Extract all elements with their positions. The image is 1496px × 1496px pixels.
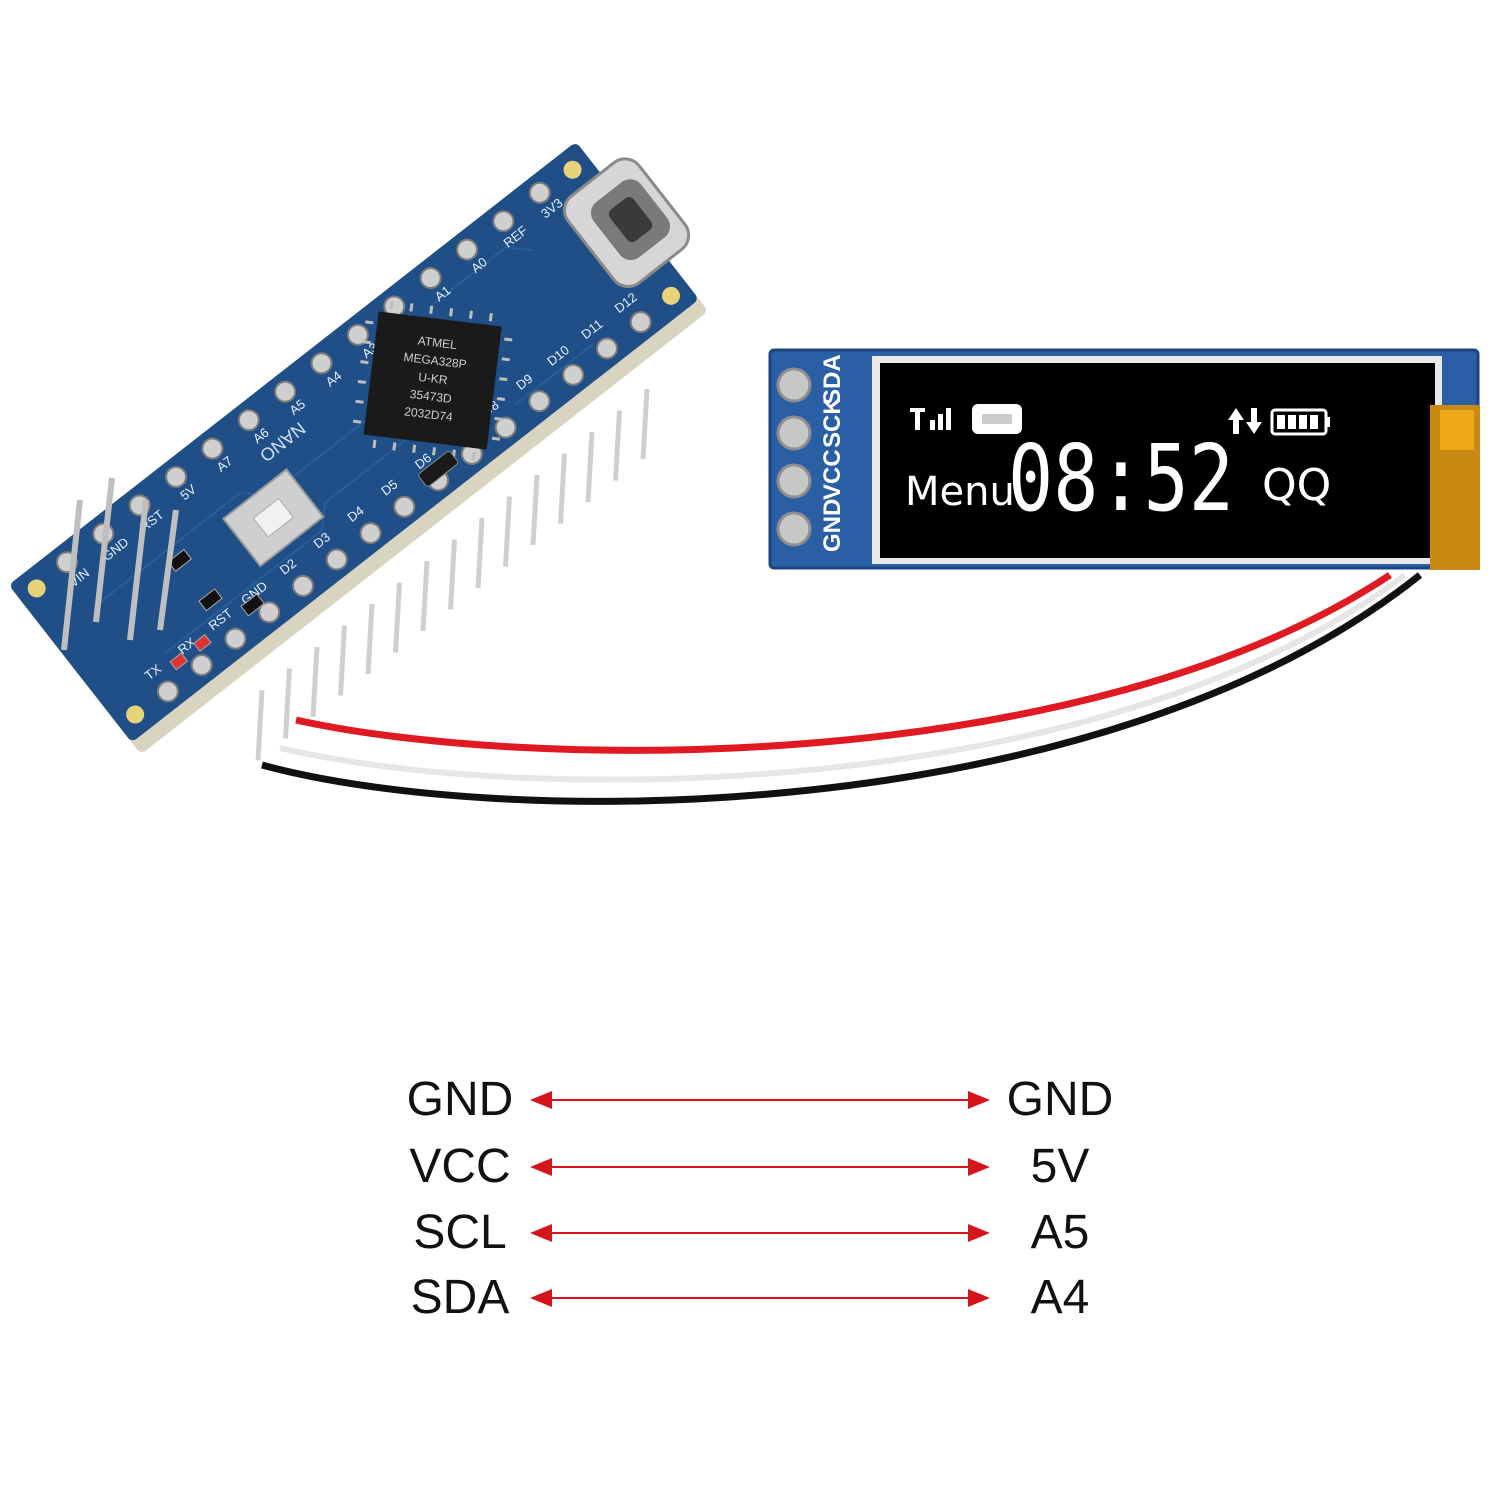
nano-bottom-pin-hole — [325, 548, 348, 571]
atmega-chip: ATMEL MEGA328P U-KR 35473D 2032D74 — [352, 300, 513, 461]
nano-bottom-pin-hole — [393, 495, 416, 518]
nano-bottom-pin-hole — [292, 574, 315, 597]
mount-hole — [563, 160, 582, 179]
double-arrow-icon — [530, 1289, 990, 1307]
nano-bottom-pin-hole — [528, 390, 551, 413]
header-leg — [503, 496, 512, 567]
chip-brand: ATMEL — [417, 334, 458, 353]
nano-top-pin-hole — [456, 238, 479, 261]
nano-top-pin-hole — [201, 437, 224, 460]
usb-c-connector — [563, 157, 691, 288]
oled-pin-name: VCC — [409, 1140, 511, 1193]
oled-pin-name: GND — [406, 1073, 514, 1126]
nano-top-pin-hole — [165, 465, 188, 488]
pin-map-row: SCL A5 — [380, 1203, 1140, 1263]
nano-top-pin-hole — [237, 409, 260, 432]
header-leg — [448, 539, 457, 610]
signal-icon — [910, 408, 951, 430]
nano-bottom-pin-hole — [224, 627, 247, 650]
nano-top-pin-hole — [274, 380, 297, 403]
transfer-arrows-icon — [1228, 408, 1262, 434]
header-leg — [475, 517, 485, 589]
mount-hole — [27, 579, 46, 598]
header-leg — [585, 431, 595, 503]
oled-pin-sda: SDA — [819, 354, 846, 405]
arduino-nano-board: VINGNDRST5VA7A6A5A4A3A2A1A0REF3V3 TXRXRS… — [11, 144, 706, 752]
oled-pin-name: SDA — [410, 1271, 510, 1324]
header-leg — [530, 474, 540, 546]
icsp-header — [61, 477, 179, 651]
screen-time: 08:52 — [1008, 425, 1234, 532]
double-arrow-icon — [530, 1158, 990, 1176]
connection-wires — [261, 572, 1423, 805]
smd-components — [167, 548, 265, 671]
nano-bottom-pin-hole — [629, 311, 652, 334]
chat-icon — [972, 404, 1022, 434]
nano-pcb — [11, 144, 697, 741]
header-leg — [420, 560, 430, 632]
oled-screen — [880, 363, 1435, 558]
nano-top-pin-hole — [528, 181, 551, 204]
nano-top-pin-hole — [492, 210, 515, 233]
oled-pin-labels: GND VCC SCK SDA — [819, 354, 846, 552]
chip-line-4: 2032D74 — [403, 404, 453, 424]
nano-pin-name: 5V — [1030, 1140, 1090, 1193]
nano-pin-name: A5 — [1030, 1206, 1090, 1259]
nano-top-pin-hole — [310, 352, 333, 375]
pin-map-row: SDA A4 — [380, 1268, 1140, 1328]
crystal — [418, 450, 459, 487]
pin-map-row: VCC 5V — [380, 1137, 1140, 1197]
nano-bottom-pin-hole — [156, 680, 179, 703]
nano-header-legs — [255, 388, 650, 761]
header-leg — [338, 625, 347, 696]
double-arrow-icon — [530, 1091, 990, 1109]
chip-line-2: U-KR — [417, 370, 448, 388]
oled-pin-gnd: GND — [819, 499, 846, 552]
nano-pin-name: GND — [1006, 1073, 1114, 1126]
header-leg — [393, 582, 402, 653]
screen-menu-label: Menu — [905, 469, 1015, 515]
nano-top-pin-hole — [419, 267, 442, 290]
pin-map-row: GND GND — [380, 1070, 1140, 1130]
oled-pin-sck: SCK — [819, 397, 846, 448]
oled-pin-name: SCL — [413, 1206, 507, 1259]
header-leg — [365, 603, 375, 675]
screen-right-label: QQ — [1262, 460, 1331, 511]
nano-bottom-pin-hole — [190, 654, 213, 677]
nano-bottom-pin-hole — [595, 337, 618, 360]
red-wire — [295, 572, 1392, 754]
oled-pin-vcc: VCC — [819, 449, 846, 500]
header-leg — [558, 453, 567, 524]
nano-bottom-pin-hole — [562, 363, 585, 386]
header-leg — [283, 668, 292, 739]
white-wire — [279, 572, 1407, 783]
battery-icon — [1270, 408, 1330, 436]
header-leg — [255, 689, 265, 761]
wiring-illustration: VINGNDRST5VA7A6A5A4A3A2A1A0REF3V3 TXRXRS… — [11, 144, 1480, 805]
oled-module: GND VCC SCK SDA — [768, 348, 1480, 570]
reset-button — [221, 468, 325, 568]
chip-line-3: 35473D — [409, 387, 453, 406]
oled-pin-holes — [776, 367, 812, 547]
mount-hole — [662, 286, 681, 305]
header-leg — [640, 388, 650, 460]
black-wire — [261, 572, 1423, 805]
nano-bottom-pin-hole — [359, 522, 382, 545]
header-leg — [613, 410, 622, 481]
nano-pin-name: A4 — [1030, 1271, 1090, 1324]
double-arrow-icon — [530, 1224, 990, 1242]
header-leg — [310, 646, 320, 718]
mount-hole — [126, 705, 145, 724]
